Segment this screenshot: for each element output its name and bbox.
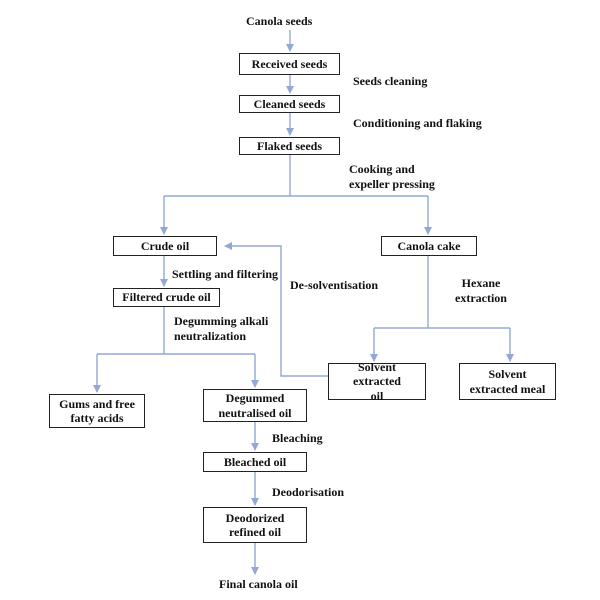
step-seeds-cleaning: Seeds cleaning: [353, 74, 428, 88]
label-final-canola-oil: Final canola oil: [219, 577, 298, 591]
box-flaked-seeds: Flaked seeds: [239, 137, 340, 155]
step-bleaching: Bleaching: [272, 431, 323, 445]
box-received-seeds: Received seeds: [239, 53, 340, 75]
box-filtered-crude-oil: Filtered crude oil: [113, 288, 220, 307]
box-degummed-neutralised-oil: Degummed neutralised oil: [203, 389, 307, 422]
box-crude-oil: Crude oil: [113, 236, 217, 256]
step-de-solventisation: De-solventisation: [290, 278, 378, 292]
step-deodorisation: Deodorisation: [272, 485, 344, 499]
step-cooking-expeller-pressing: Cooking and expeller pressing: [349, 162, 435, 191]
label-canola-seeds: Canola seeds: [246, 14, 313, 28]
box-deodorized-refined-oil: Deodorized refined oil: [203, 507, 307, 543]
box-bleached-oil: Bleached oil: [203, 452, 307, 472]
box-solvent-extracted-oil: Solvent extracted oil: [328, 360, 426, 403]
arrow-desolventisation-return: [224, 242, 328, 377]
step-degumming-alkali-neutralization: Degumming alkali neutralization: [174, 314, 269, 343]
box-cleaned-seeds: Cleaned seeds: [239, 95, 340, 113]
box-gums-free-fatty-acids: Gums and free fatty acids: [49, 394, 145, 428]
step-conditioning-flaking: Conditioning and flaking: [353, 116, 482, 130]
box-canola-cake: Canola cake: [381, 236, 477, 256]
step-hexane-extraction: Hexane extraction: [455, 276, 507, 305]
step-settling-filtering: Settling and filtering: [172, 267, 279, 281]
box-solvent-extracted-meal: Solvent extracted meal: [459, 363, 556, 400]
